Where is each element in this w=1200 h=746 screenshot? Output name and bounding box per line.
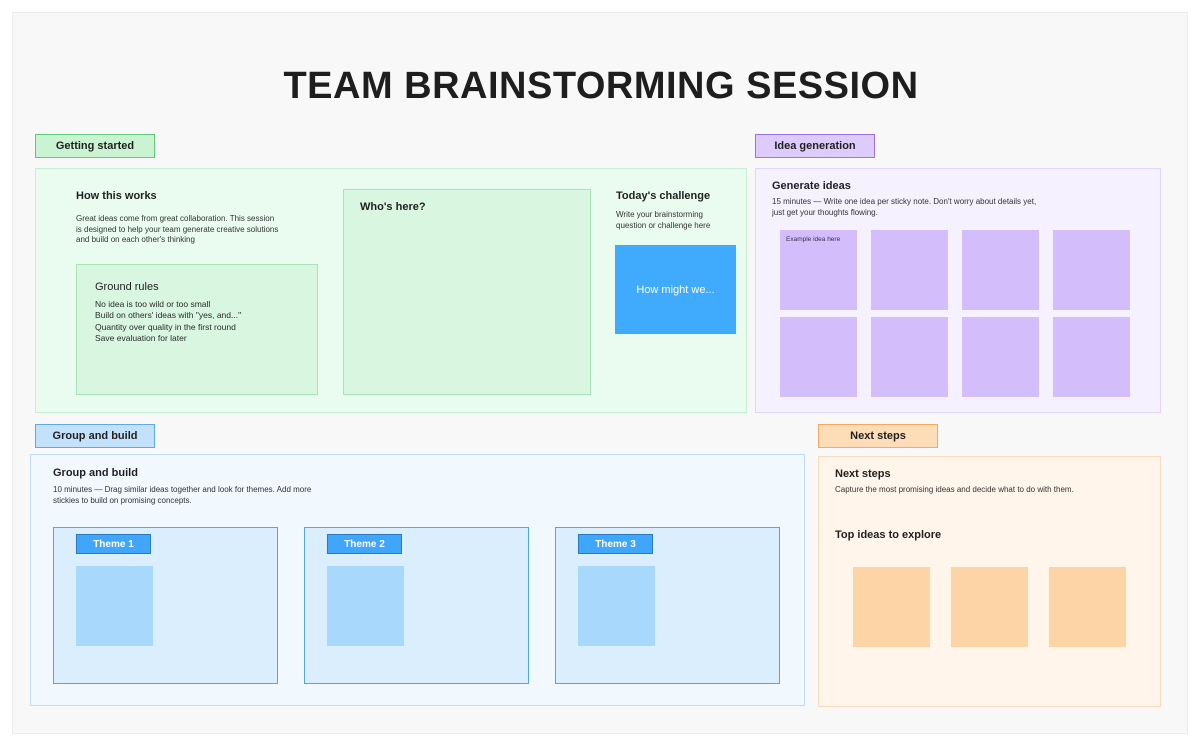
rule-item: Quantity over quality in the first round <box>95 321 236 332</box>
top-idea-sticky-note[interactable] <box>951 567 1028 647</box>
todays-challenge-text: Write your brainstorming question or cha… <box>616 210 711 230</box>
rule-item: No idea is too wild or too small <box>95 299 211 309</box>
theme-sticky-note[interactable] <box>327 566 404 646</box>
top-idea-sticky-note[interactable] <box>853 567 930 647</box>
idea-sticky-note[interactable] <box>1053 317 1130 397</box>
tag-idea-generation[interactable]: Idea generation <box>755 134 875 158</box>
todays-challenge-heading: Today's challenge <box>616 190 711 202</box>
next-steps-heading: Next steps <box>835 468 891 480</box>
idea-sticky-note[interactable] <box>780 317 857 397</box>
theme-sticky-note[interactable] <box>578 566 655 646</box>
theme-frame-2[interactable]: Theme 2 <box>304 527 529 684</box>
theme-label[interactable]: Theme 1 <box>76 534 151 554</box>
idea-sticky-note[interactable] <box>962 317 1039 397</box>
board-title: TEAM BRAINSTORMING SESSION <box>283 65 919 107</box>
ground-rules-list: No idea is too wild or too small Build o… <box>95 299 241 344</box>
idea-sticky-note[interactable]: Example idea here <box>780 230 857 310</box>
theme-label[interactable]: Theme 2 <box>327 534 402 554</box>
theme-frame-3[interactable]: Theme 3 <box>555 527 780 684</box>
idea-sticky-note[interactable] <box>871 230 948 310</box>
ground-rules-box[interactable]: Ground rules No idea is too wild or too … <box>76 264 318 395</box>
tag-next-steps[interactable]: Next steps <box>818 424 938 448</box>
rule-item: Build on others' ideas with "yes, and...… <box>95 310 242 321</box>
top-ideas-heading: Top ideas to explore <box>835 529 942 541</box>
idea-sticky-text: Example idea here <box>786 236 841 243</box>
ground-rules-heading: Ground rules <box>95 281 159 293</box>
generate-ideas-text: 15 minutes — Write one idea per sticky n… <box>772 197 1037 217</box>
whos-here-box[interactable]: Who's here? <box>343 189 591 395</box>
idea-sticky-note[interactable] <box>871 317 948 397</box>
tag-group-and-build[interactable]: Group and build <box>35 424 155 448</box>
group-and-build-heading: Group and build <box>53 467 138 479</box>
whos-here-heading: Who's here? <box>360 201 426 213</box>
next-steps-text: Capture the most promising ideas and dec… <box>835 485 1074 494</box>
how-this-works-heading: How this works <box>76 190 157 202</box>
how-this-works-text: Great ideas come from great collaboratio… <box>76 214 279 244</box>
rule-item: Save evaluation for later <box>95 332 187 343</box>
theme-sticky-note[interactable] <box>76 566 153 646</box>
tag-getting-started[interactable]: Getting started <box>35 134 155 158</box>
whiteboard-canvas[interactable]: TEAM BRAINSTORMING SESSION Getting start… <box>12 12 1188 734</box>
challenge-sticky-note[interactable]: How might we... <box>615 245 736 334</box>
group-and-build-text: 10 minutes — Drag similar ideas together… <box>53 485 312 505</box>
idea-sticky-note[interactable] <box>1053 230 1130 310</box>
theme-label[interactable]: Theme 3 <box>578 534 653 554</box>
idea-sticky-note[interactable] <box>962 230 1039 310</box>
top-idea-sticky-note[interactable] <box>1049 567 1126 647</box>
generate-ideas-heading: Generate ideas <box>772 180 851 192</box>
theme-frame-1[interactable]: Theme 1 <box>53 527 278 684</box>
